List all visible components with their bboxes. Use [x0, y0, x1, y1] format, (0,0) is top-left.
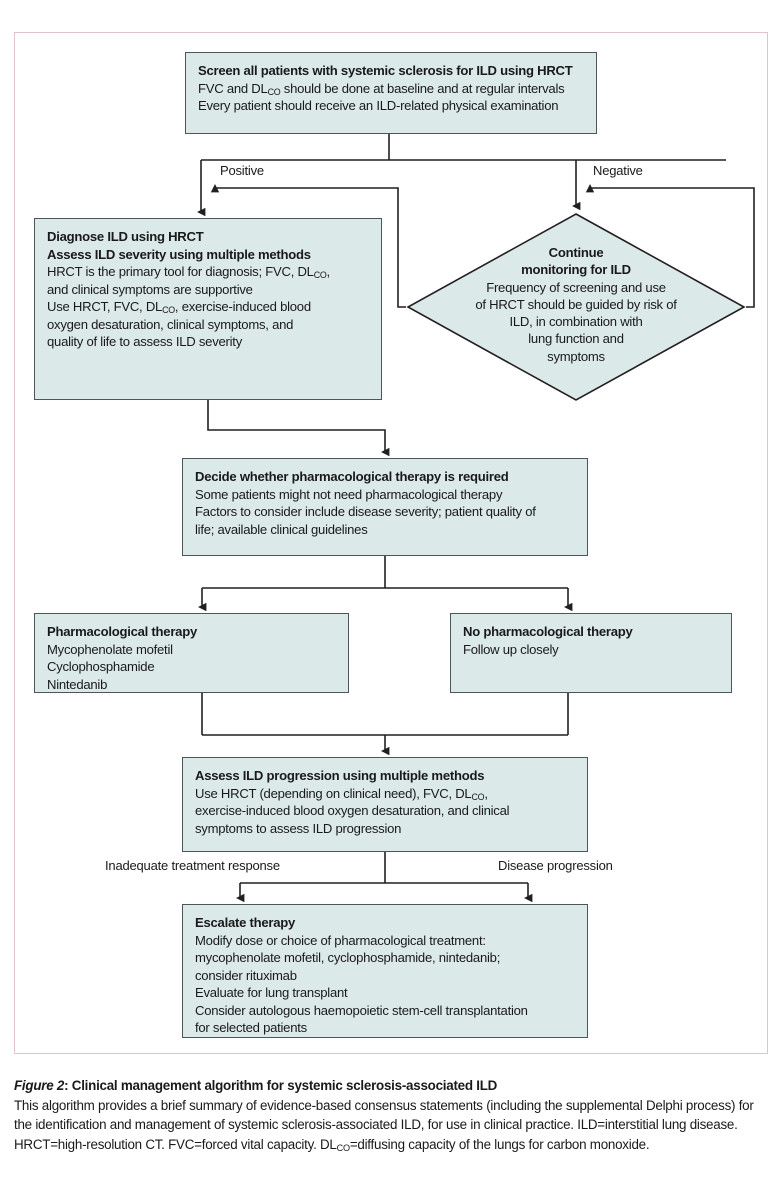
- box-diagnose-line-5: quality of life to assess ILD severity: [47, 334, 242, 349]
- box-no-pharmacological-therapy: No pharmacological therapy Follow up clo…: [450, 613, 732, 693]
- box-pharm-title: Pharmacological therapy: [47, 624, 197, 639]
- diamond-line-4: lung function and: [528, 331, 624, 347]
- caption-body-part-1: This algorithm provides a brief summary …: [14, 1097, 754, 1152]
- diamond-line-1: Frequency of screening and use: [486, 279, 666, 295]
- box-escalate-line-6: for selected patients: [195, 1020, 307, 1035]
- box-escalate-therapy: Escalate therapy Modify dose or choice o…: [182, 904, 588, 1038]
- caption-separator: :: [64, 1078, 72, 1093]
- box-diagnose-line-4: oxygen desaturation, clinical symptoms, …: [47, 316, 294, 332]
- box-escalate-line-2: mycophenolate mofetil, cyclophosphamide,…: [195, 950, 501, 965]
- box-progress-line-2: exercise-induced blood oxygen desaturati…: [195, 803, 510, 818]
- box-progress-line-1: Use HRCT (depending on clinical need), F…: [195, 785, 488, 802]
- box-escalate-line-1: Modify dose or choice of pharmacological…: [195, 932, 486, 948]
- box-diagnose-title-2: Assess ILD severity using multiple metho…: [47, 246, 311, 262]
- box-nopharm-title: No pharmacological therapy: [463, 624, 633, 639]
- box-pharmacological-therapy: Pharmacological therapy Mycophenolate mo…: [34, 613, 349, 693]
- diamond-line-5: symptoms: [547, 348, 605, 364]
- caption-figure-number: Figure 2: [14, 1078, 65, 1093]
- box-decide-line-2: Factors to consider include disease seve…: [195, 504, 536, 519]
- box-pharm-line-1: Mycophenolate mofetil: [47, 641, 173, 657]
- figure-caption: Figure 2: Clinical management algorithm …: [14, 1076, 768, 1154]
- box-diagnose-line-2: and clinical symptoms are supportive: [47, 281, 253, 297]
- box-escalate-line-3: consider rituximab: [195, 967, 297, 983]
- box-pharm-line-2: Cyclophosphamide: [47, 659, 155, 674]
- diamond-line-2: of HRCT should be guided by risk of: [475, 296, 677, 312]
- caption-body-subscript: CO: [336, 1143, 350, 1154]
- box-decide-pharmacological-therapy: Decide whether pharmacological therapy i…: [182, 458, 588, 556]
- box-assess-ild-progression: Assess ILD progression using multiple me…: [182, 757, 588, 852]
- box-diagnose-line-3: Use HRCT, FVC, DLCO, exercise-induced bl…: [47, 299, 311, 316]
- diamond-continue-monitoring: Continue monitoring for ILD Frequency of…: [406, 212, 746, 402]
- box-screen-all-patients: Screen all patients with systemic sclero…: [185, 52, 597, 134]
- diamond-line-3: ILD, in combination with: [509, 314, 643, 330]
- edge-label-positive: Positive: [220, 163, 264, 178]
- diamond-shape: [406, 213, 746, 401]
- diamond-title-line-1: Continue: [548, 245, 604, 260]
- box-decide-title: Decide whether pharmacological therapy i…: [195, 469, 509, 484]
- box-escalate-line-5: Consider autologous haemopoietic stem-ce…: [195, 1002, 528, 1018]
- box-decide-line-3: life; available clinical guidelines: [195, 521, 368, 537]
- box-diagnose-line-1: HRCT is the primary tool for diagnosis; …: [47, 264, 330, 281]
- caption-body-part-2: =diffusing capacity of the lungs for car…: [349, 1136, 650, 1152]
- box-diagnose-title: Diagnose ILD using HRCT: [47, 229, 204, 244]
- edge-label-negative: Negative: [593, 163, 643, 178]
- box-escalate-line-4: Evaluate for lung transplant: [195, 985, 348, 1000]
- box-diagnose-ild: Diagnose ILD using HRCT Assess ILD sever…: [34, 218, 382, 400]
- box-progress-title: Assess ILD progression using multiple me…: [195, 768, 485, 783]
- edge-label-inadequate-treatment-response: Inadequate treatment response: [105, 858, 280, 873]
- box-decide-line-1: Some patients might not need pharmacolog…: [195, 486, 503, 502]
- box-screen-title: Screen all patients with systemic sclero…: [198, 63, 573, 78]
- box-escalate-title: Escalate therapy: [195, 915, 296, 930]
- caption-title: Clinical management algorithm for system…: [71, 1078, 498, 1093]
- edge-label-disease-progression: Disease progression: [498, 858, 613, 873]
- box-screen-line-1: FVC and DLCO should be done at baseline …: [198, 80, 565, 97]
- box-nopharm-line-1: Follow up closely: [463, 641, 559, 657]
- box-screen-line-2: Every patient should receive an ILD-rela…: [198, 98, 559, 113]
- diamond-title-line-2: monitoring for ILD: [521, 262, 631, 278]
- box-progress-line-3: symptoms to assess ILD progression: [195, 820, 402, 836]
- box-pharm-line-3: Nintedanib: [47, 676, 108, 692]
